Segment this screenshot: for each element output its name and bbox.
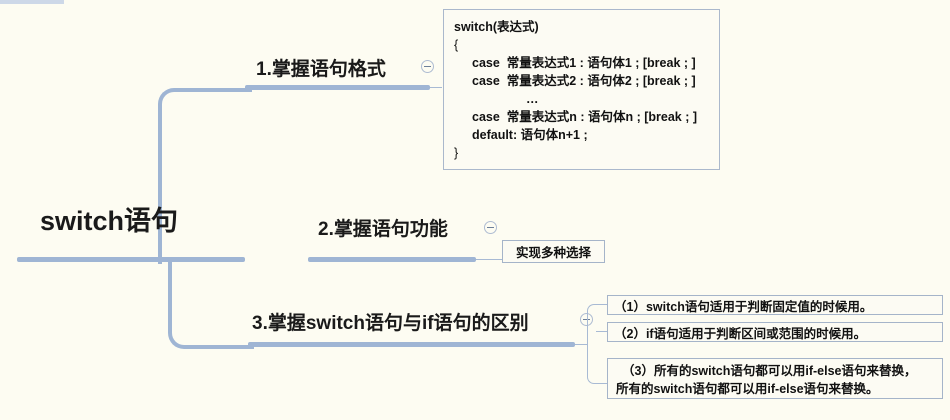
rule-box-1[interactable]: （1）switch语句适用于判断固定值的时候用。 (607, 295, 943, 315)
connector-root-to-branch-2 (0, 0, 64, 4)
code-line: case 常量表达式n : 语句体n ; [break ; ] (472, 110, 698, 124)
rule-box-3-line-2: 所有的switch语句都可以用if-else语句来替换。 (616, 382, 879, 396)
rule-box-3[interactable]: （3）所有的switch语句都可以用if-else语句来替换， 所有的switc… (607, 358, 943, 399)
branch-3-label[interactable]: 3.掌握switch语句与if语句的区别 (252, 313, 529, 334)
collapse-minus-icon-branch-1[interactable] (421, 60, 434, 73)
connector-stub-rule-2 (596, 331, 610, 332)
collapse-minus-icon-branch-2[interactable] (484, 221, 497, 234)
code-line: default: 语句体n+1 ; (472, 128, 588, 142)
connector-stub-rule-1 (596, 304, 610, 305)
rule-box-2[interactable]: （2）if语句适用于判断区间或范围的时候用。 (607, 322, 943, 342)
connector-branch-1-to-code-box (430, 87, 442, 88)
branch-1-label[interactable]: 1.掌握语句格式 (256, 59, 386, 80)
code-block-box: switch(表达式) { case 常量表达式1 : 语句体1 ; [brea… (443, 9, 720, 170)
connector-stub-rule-3 (596, 383, 610, 384)
code-line: } (454, 146, 459, 160)
connector-branch-3-to-bracket (575, 344, 587, 345)
branch-2-underline (308, 257, 476, 262)
connector-root-to-branch-3 (168, 260, 254, 349)
code-line: … (526, 92, 541, 106)
code-line: case 常量表达式2 : 语句体2 ; [break ; ] (472, 74, 696, 88)
connector-branch-2-to-leaf (476, 259, 503, 260)
rule-box-3-line-1: （3）所有的switch语句都可以用if-else语句来替换， (622, 364, 917, 378)
code-line: case 常量表达式1 : 语句体1 ; [break ; ] (472, 56, 696, 70)
branch-3-underline (248, 342, 575, 347)
bracket-connector-branch-3 (587, 304, 601, 384)
branch-1-underline (245, 85, 430, 90)
connector-root-to-branch-1 (158, 88, 252, 264)
leaf-box-branch-2[interactable]: 实现多种选择 (502, 240, 605, 263)
code-line: { (454, 38, 459, 52)
root-node-underline (17, 257, 245, 262)
code-line: switch(表达式) (454, 20, 539, 34)
root-node-label[interactable]: switch语句 (40, 206, 179, 236)
collapse-minus-icon-branch-3[interactable] (580, 313, 593, 326)
branch-2-label[interactable]: 2.掌握语句功能 (318, 219, 448, 240)
